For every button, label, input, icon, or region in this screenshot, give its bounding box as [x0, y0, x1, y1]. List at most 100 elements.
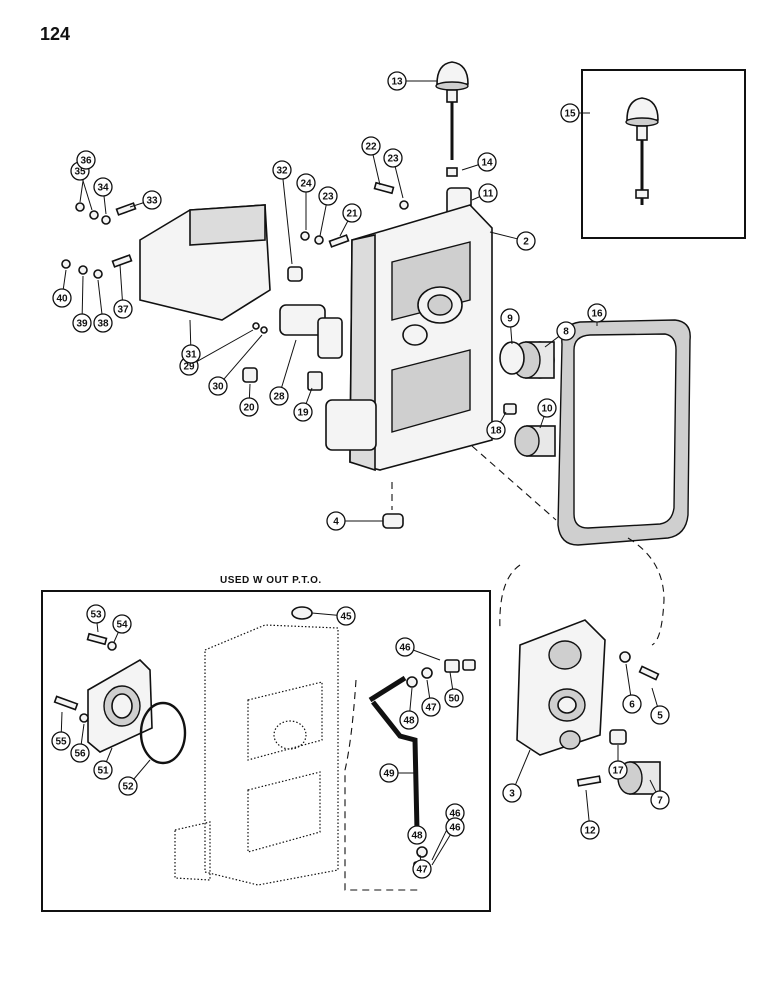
leader-line-45	[311, 612, 338, 616]
callout-label: 45	[340, 612, 352, 623]
sleeve-47-lower	[416, 846, 428, 858]
leader-line-21	[339, 220, 349, 237]
callout-label: 30	[212, 382, 224, 393]
washer-23	[399, 200, 409, 210]
callouts: 2345678910111213141516171819202122232324…	[51, 71, 670, 879]
callout-label: 34	[97, 183, 109, 194]
tube-49-upper	[368, 675, 407, 703]
leader-line-34	[103, 195, 107, 215]
callout-8: 8	[556, 321, 576, 341]
callout-label: 52	[122, 782, 134, 793]
bushing-32	[287, 266, 303, 282]
leader-line-2	[489, 231, 518, 240]
washer-39	[78, 265, 88, 275]
callout-label: 46	[449, 809, 461, 820]
inset-frame-without-pto	[41, 590, 491, 912]
inset-dash-left	[344, 679, 418, 891]
callout-label: 40	[56, 294, 68, 305]
callout-label: 53	[90, 610, 102, 621]
nut-40	[61, 259, 71, 269]
callout-label: 29	[183, 362, 195, 373]
leader-line-28	[281, 339, 297, 388]
callout-5: 5	[650, 705, 670, 725]
callout-46: 46	[395, 637, 415, 657]
callout-9: 9	[500, 308, 520, 328]
dipstick-15	[625, 97, 659, 205]
callout-36: 36	[76, 150, 96, 170]
callout-47: 47	[412, 859, 432, 879]
callout-label: 17	[612, 766, 624, 777]
leader-line-22	[372, 154, 381, 186]
callout-label: 22	[365, 142, 377, 153]
leader-line-38	[97, 279, 103, 315]
callout-13: 13	[387, 71, 407, 91]
leader-line-23	[394, 166, 404, 199]
callout-51: 51	[93, 760, 113, 780]
leader-line-12	[585, 789, 590, 822]
callout-6: 6	[622, 694, 642, 714]
callout-label: 15	[564, 109, 576, 120]
callout-label: 28	[273, 392, 285, 403]
bolt-22	[373, 181, 395, 195]
callout-label: 24	[300, 179, 312, 190]
leader-line-11	[471, 196, 480, 201]
callout-23: 23	[318, 186, 338, 206]
leader-line-20	[248, 383, 251, 399]
callout-label: 10	[541, 404, 553, 415]
fitting-18	[503, 403, 517, 415]
callout-label: 46	[449, 823, 461, 834]
plug-14	[446, 167, 458, 177]
callout-10: 10	[537, 398, 557, 418]
callout-label: 2	[523, 237, 529, 248]
callout-33: 33	[142, 190, 162, 210]
leader-line-37	[119, 264, 123, 301]
callout-30: 30	[208, 376, 228, 396]
callout-12: 12	[580, 820, 600, 840]
callout-55: 55	[51, 731, 71, 751]
leader-line-3	[515, 749, 531, 785]
callout-label: 33	[146, 196, 158, 207]
callout-label: 54	[116, 620, 128, 631]
callout-17: 17	[608, 760, 628, 780]
leader-line-40	[62, 269, 67, 290]
leader-line-35	[82, 179, 93, 211]
callout-22: 22	[361, 136, 381, 156]
callout-31: 31	[181, 344, 201, 364]
callout-label: 13	[391, 77, 403, 88]
callout-23: 23	[383, 148, 403, 168]
transmission-housing-2	[325, 204, 493, 472]
leader-line-10	[539, 416, 545, 429]
nut-30	[260, 326, 268, 334]
nut-24	[300, 231, 310, 241]
callout-label: 16	[591, 309, 603, 320]
callout-4: 4	[326, 511, 346, 531]
callout-21: 21	[342, 203, 362, 223]
leader-line-8	[544, 336, 560, 348]
callout-56: 56	[70, 743, 90, 763]
leader-line-51	[105, 747, 113, 762]
leader-line-14	[461, 164, 479, 171]
rear-cover-3	[516, 619, 606, 756]
bushing-17	[609, 729, 627, 745]
bolt-55	[53, 695, 79, 711]
plug-45	[291, 606, 313, 620]
callout-label: 51	[97, 766, 109, 777]
tube-49-lower	[371, 700, 420, 831]
leader-line-33	[129, 202, 144, 208]
callout-2: 2	[516, 231, 536, 251]
callout-50: 50	[444, 688, 464, 708]
callout-label: 46	[399, 643, 411, 654]
callout-11: 11	[478, 183, 498, 203]
callout-53: 53	[86, 604, 106, 624]
callout-19: 19	[293, 402, 313, 422]
callout-label: 50	[448, 694, 460, 705]
sleeve-47-upper	[421, 667, 433, 679]
callout-24: 24	[296, 173, 316, 193]
bushing-20	[242, 367, 258, 383]
bolt-53	[86, 632, 108, 646]
leader-line-6	[625, 663, 632, 696]
callout-label: 23	[387, 154, 399, 165]
leader-line-39	[81, 275, 84, 315]
callout-48: 48	[407, 825, 427, 845]
alignment-line-b	[499, 564, 521, 631]
